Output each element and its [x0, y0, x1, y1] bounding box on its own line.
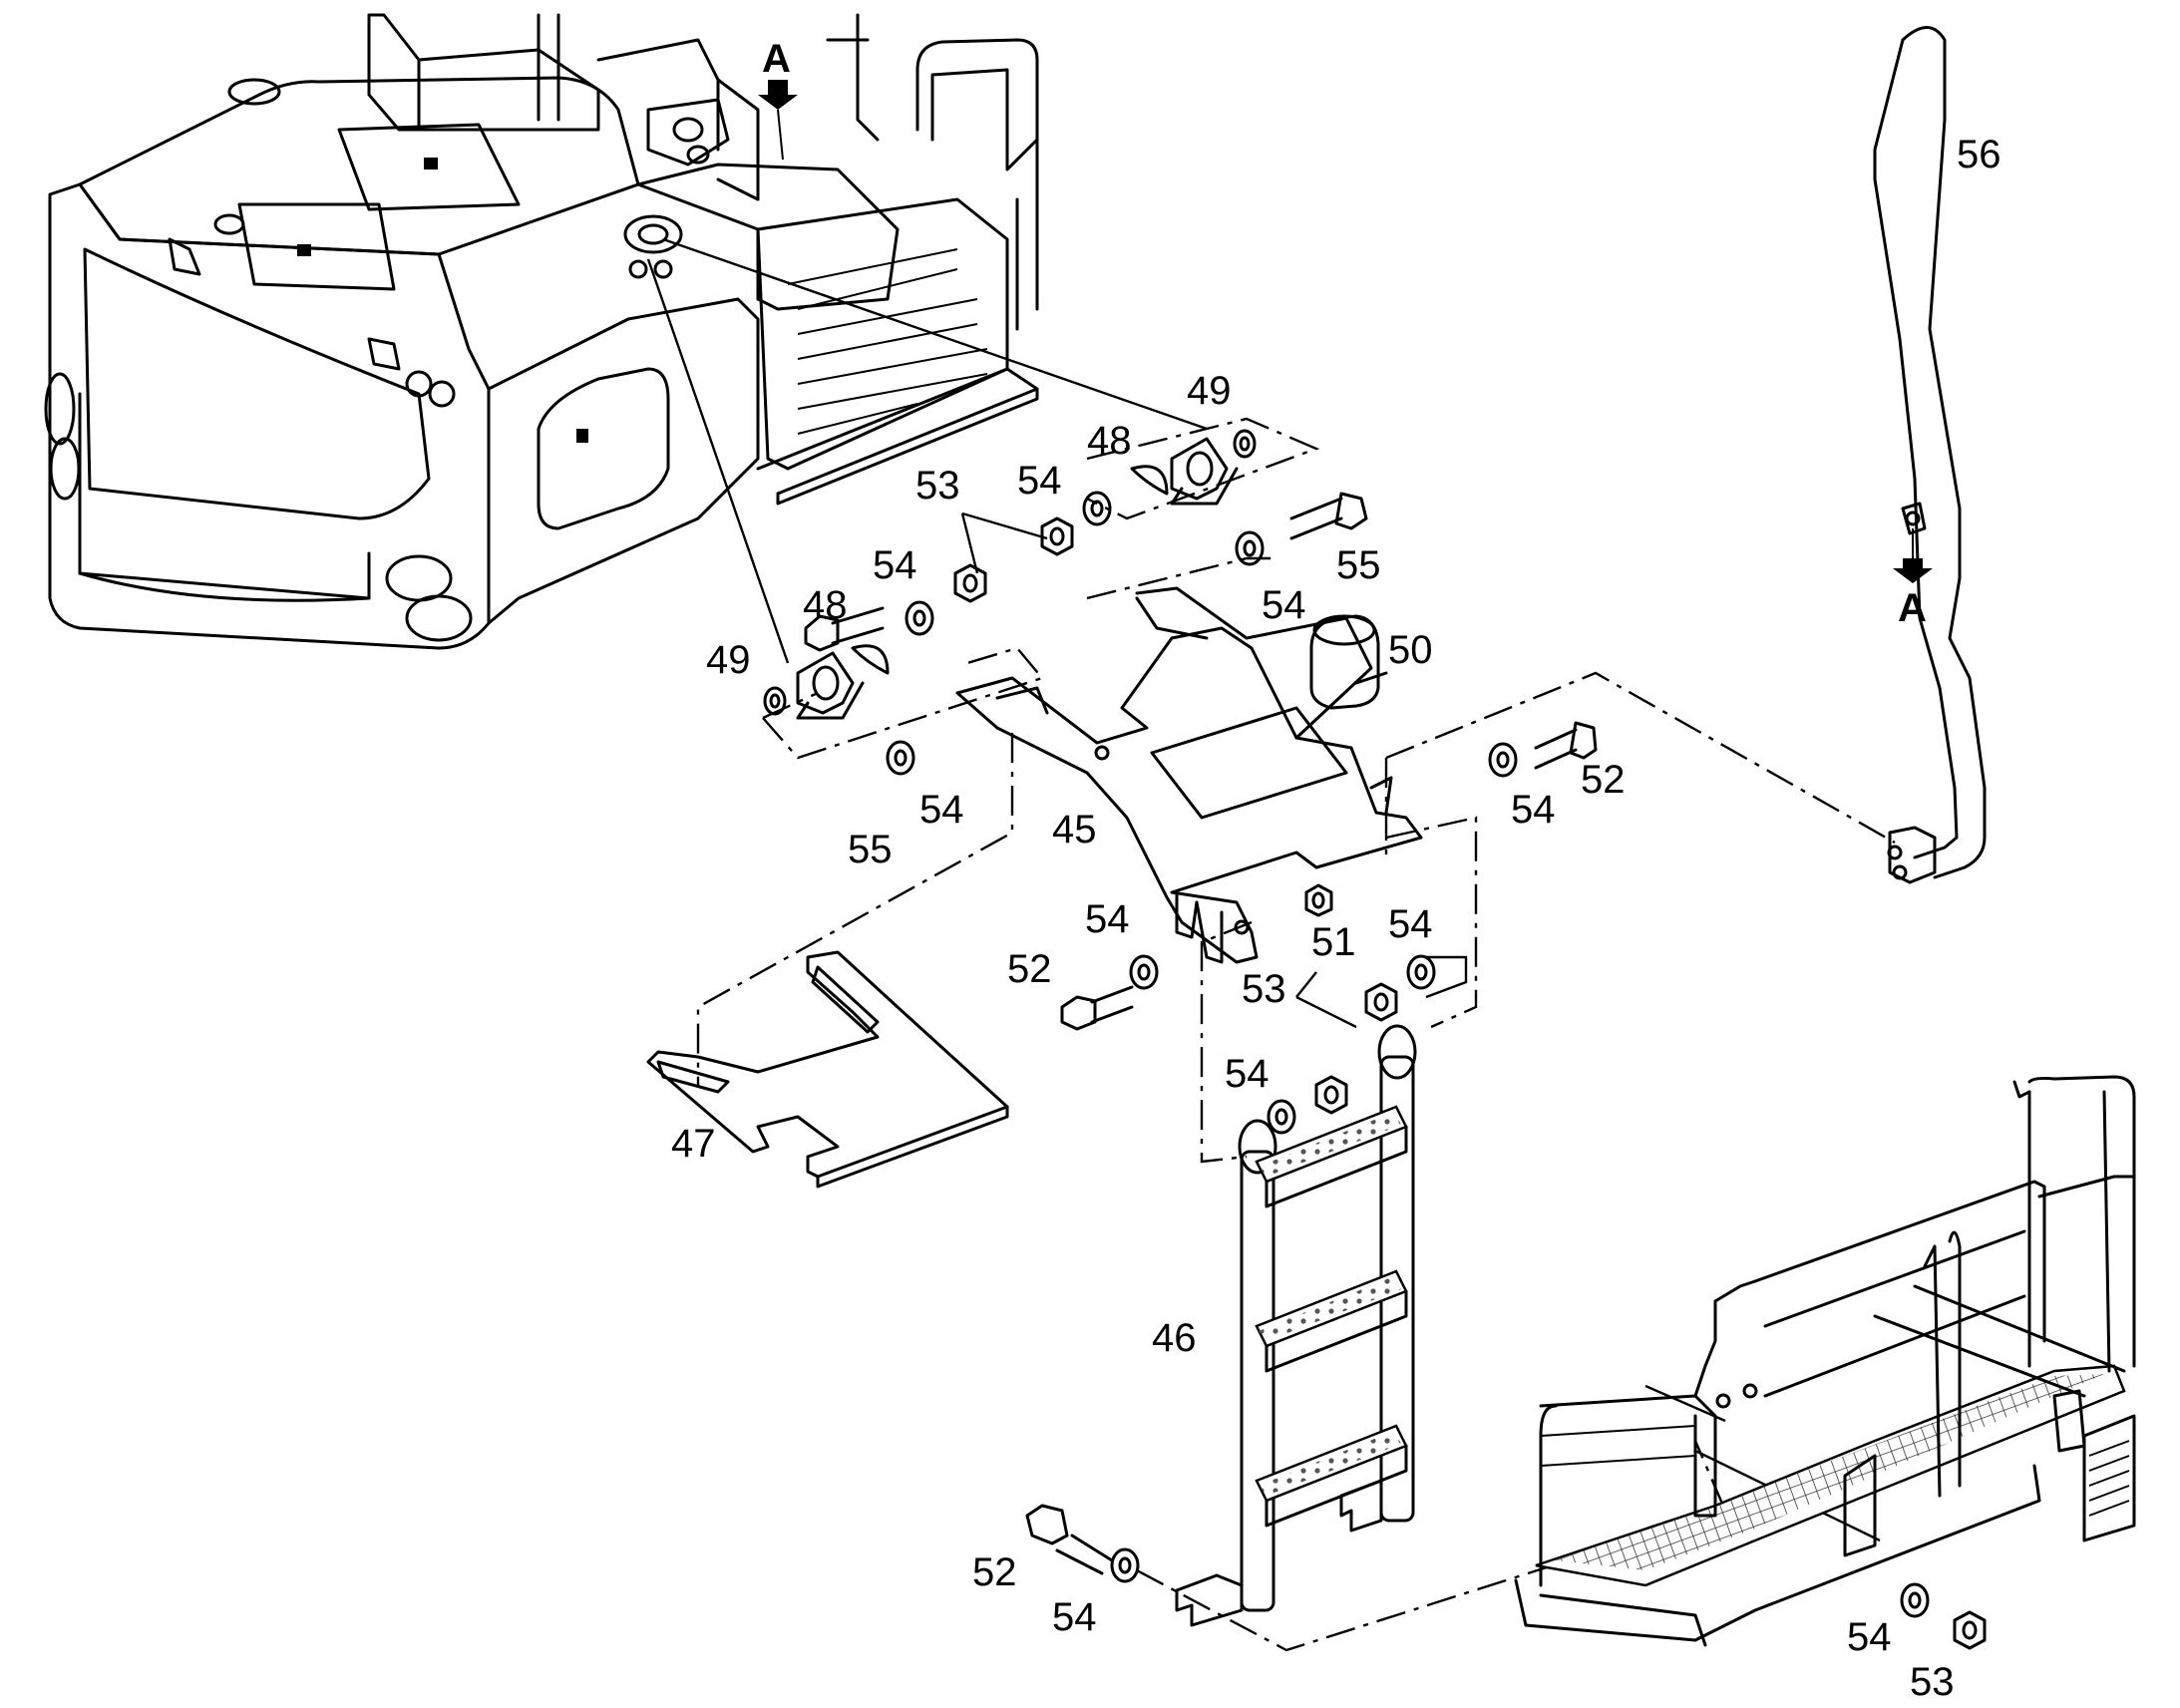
callout-52-bottom: 52: [972, 1550, 1017, 1594]
nut-53-d: [1314, 1075, 1348, 1115]
part-47-plate: [646, 950, 1009, 1189]
callout-48-lower: 48: [803, 583, 848, 627]
part-50-bumper: [1309, 614, 1388, 710]
bolt-52-right: [1534, 721, 1598, 770]
callout-56: 56: [1957, 133, 2001, 176]
washer-54-a: [1082, 491, 1112, 526]
callout-54-ladder-top: 54: [1388, 902, 1433, 946]
callout-55-lower: 55: [848, 828, 893, 871]
callout-50: 50: [1388, 628, 1433, 672]
callout-54-center: 54: [1085, 897, 1130, 941]
machine-body: [44, 13, 1039, 650]
nut-53-a: [1040, 516, 1074, 556]
callout-54-mid: 54: [1262, 583, 1306, 627]
part-56-handrail: [1873, 26, 1987, 884]
view-arrow-handrail: [1893, 528, 1933, 583]
part-48-49-upper: [1130, 429, 1257, 506]
callout-54-lower-left: 54: [919, 788, 964, 832]
washer-54-c: [1235, 530, 1265, 566]
bolt-55-upper: [1289, 492, 1368, 540]
callout-54-ladder: 54: [1225, 1052, 1270, 1096]
washer-54-f: [1129, 954, 1159, 990]
washer-54-h: [1267, 1099, 1296, 1135]
washer-54-d: [886, 740, 915, 776]
washer-54-g: [1406, 954, 1436, 990]
nut-53-c: [1364, 982, 1398, 1022]
callout-54-left: 54: [873, 543, 917, 587]
callout-52-mid: 52: [1007, 947, 1052, 991]
bolt-52-bottom: [1025, 1504, 1114, 1575]
washer-54-j: [1900, 1582, 1930, 1618]
bolt-55-lower: [804, 606, 885, 652]
view-label-top: A: [762, 37, 791, 81]
callout-53-ladder: 53: [1242, 967, 1286, 1011]
nut-53-b: [953, 563, 987, 603]
callout-53-platform: 53: [1910, 1660, 1955, 1704]
washer-54-b: [905, 600, 934, 636]
dashed-leaders: [646, 237, 1896, 1652]
callout-52-right: 52: [1581, 758, 1626, 802]
nut-53-e: [1953, 1610, 1987, 1650]
callout-54-right: 54: [1511, 788, 1556, 832]
callout-49-lower: 49: [706, 638, 751, 682]
callout-49-upper: 49: [1187, 369, 1232, 413]
callout-53-upper: 53: [915, 464, 960, 508]
part-45-bracket: [955, 586, 1423, 964]
callout-55-upper: 55: [1336, 543, 1381, 587]
callout-46: 46: [1152, 1316, 1197, 1360]
part-51-nut: [1304, 883, 1333, 917]
view-arrow-top: [758, 80, 798, 161]
callout-54-bottom: 54: [1052, 1595, 1097, 1639]
view-label-handrail: A: [1898, 586, 1927, 630]
callout-48-upper: 48: [1087, 419, 1132, 463]
part-48-49-lower: [763, 644, 890, 720]
hardware: [804, 491, 1987, 1650]
walkway-platform: [1514, 1075, 2136, 1647]
callout-47: 47: [671, 1122, 716, 1166]
callout-labels: A A 56 49 48 54 53 54 48 49 55 54 50 52 …: [671, 37, 2001, 1704]
callout-45: 45: [1052, 808, 1097, 852]
part-46-ladder: [1175, 1024, 1417, 1627]
callout-51: 51: [1311, 920, 1356, 964]
washer-54-e: [1488, 742, 1518, 778]
callout-54-platform: 54: [1847, 1615, 1892, 1659]
callout-54-upper: 54: [1017, 459, 1062, 503]
bolt-52-mid: [1060, 985, 1134, 1031]
washer-54-i: [1110, 1547, 1140, 1583]
